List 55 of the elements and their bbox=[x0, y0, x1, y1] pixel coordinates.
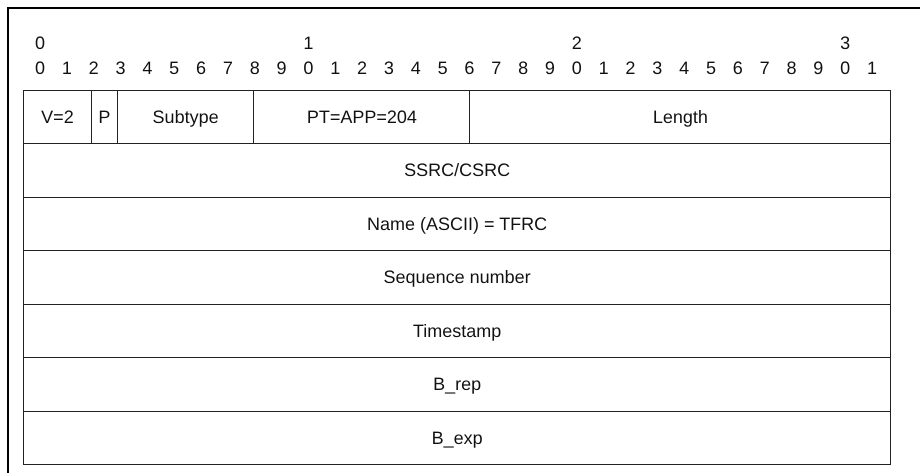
field-name: Timestamp bbox=[412, 320, 502, 342]
bit-number: 5 bbox=[169, 59, 180, 77]
field-name: B_exp bbox=[432, 428, 483, 449]
bit-number: 6 bbox=[732, 59, 743, 77]
bit-number: 0 bbox=[572, 59, 582, 77]
field-name: Sequence number bbox=[384, 267, 531, 288]
bit-number: 7 bbox=[491, 59, 502, 77]
field-name: SSRC/CSRC bbox=[404, 160, 510, 181]
field-cell bbox=[469, 90, 892, 144]
bit-number: 1 bbox=[598, 59, 609, 77]
bit-number: 8 bbox=[250, 59, 260, 77]
bit-number: 4 bbox=[679, 59, 690, 77]
bit-number: 3 bbox=[116, 59, 126, 77]
bit-number: 2 bbox=[357, 59, 368, 77]
bit-number: 6 bbox=[464, 59, 474, 77]
field-cell bbox=[22, 304, 892, 358]
bit-number: 8 bbox=[786, 59, 796, 77]
field-name: V=2 bbox=[41, 106, 74, 128]
bit-number: 3 bbox=[384, 59, 394, 77]
bit-number: 1 bbox=[867, 59, 877, 77]
bit-tens-digit: 0 bbox=[35, 34, 45, 52]
bit-number: 2 bbox=[88, 59, 99, 77]
bit-number: 6 bbox=[196, 59, 206, 77]
field-cell bbox=[22, 357, 892, 412]
field-name: Length bbox=[652, 106, 708, 128]
bit-number: 7 bbox=[760, 59, 770, 77]
bit-number: 5 bbox=[706, 59, 716, 77]
field-name: Name (ASCII) = TFRC bbox=[366, 214, 548, 234]
bit-number: 4 bbox=[142, 59, 152, 77]
bit-number: 4 bbox=[410, 59, 421, 77]
bit-number: 9 bbox=[276, 59, 287, 77]
bit-tens-digit: 2 bbox=[572, 34, 582, 52]
field-name: B_rep bbox=[433, 374, 482, 396]
field-cell bbox=[22, 143, 892, 198]
bit-number: 1 bbox=[62, 59, 72, 77]
bit-number: 9 bbox=[544, 59, 555, 77]
bit-number: 0 bbox=[840, 59, 850, 77]
field-cell bbox=[22, 90, 92, 144]
bit-number: 0 bbox=[303, 59, 314, 77]
bit-tens-digit: 1 bbox=[303, 34, 314, 52]
bit-number: 7 bbox=[222, 59, 233, 77]
field-name: P bbox=[98, 106, 110, 128]
bit-number: 5 bbox=[438, 59, 448, 77]
field-name: Subtype bbox=[152, 106, 219, 128]
bit-number: 1 bbox=[330, 59, 340, 77]
bit-number: 3 bbox=[652, 59, 662, 77]
bit-number: 8 bbox=[518, 59, 528, 77]
bit-tens-digit: 3 bbox=[840, 34, 850, 52]
bit-number: 0 bbox=[35, 59, 45, 77]
field-cell bbox=[22, 196, 892, 252]
field-cell bbox=[22, 250, 892, 305]
field-name: PT=APP=204 bbox=[306, 106, 417, 128]
field-cell bbox=[22, 410, 892, 466]
bit-number: 9 bbox=[813, 59, 824, 77]
bit-number: 2 bbox=[625, 59, 636, 77]
